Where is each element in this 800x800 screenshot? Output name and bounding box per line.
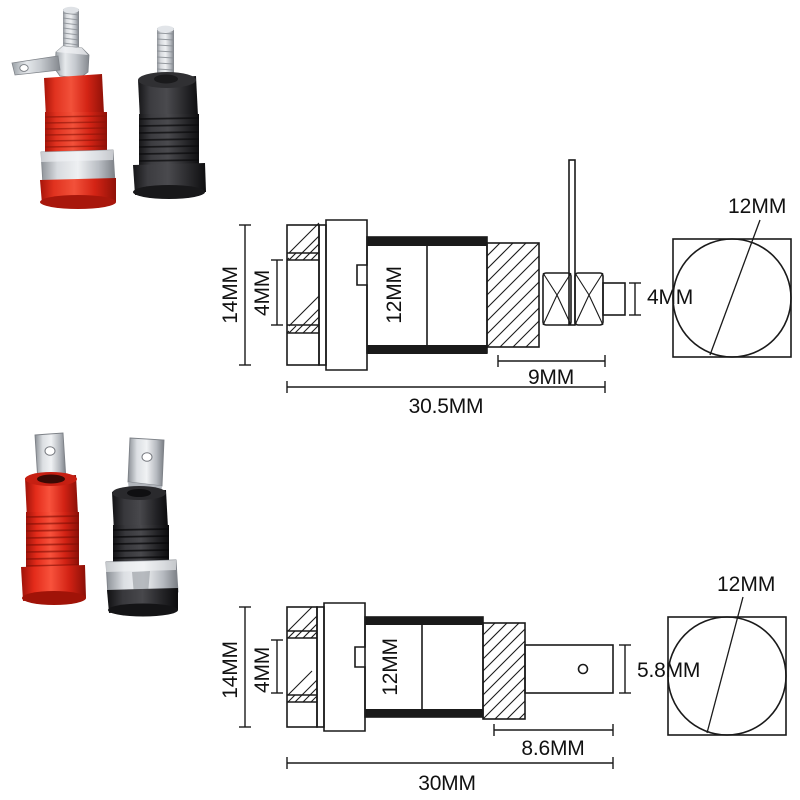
dim-30-5mm (286, 381, 606, 393)
red-binding-post-solder-lug (11, 6, 116, 209)
label-8-6mm: 8.6MM (521, 737, 584, 760)
stud-icon (156, 25, 175, 75)
body-flange (325, 219, 368, 371)
stud-icon (62, 6, 80, 47)
body-flange (323, 602, 366, 732)
black-binding-post-spade-lug (105, 437, 179, 617)
hex-nut-icon (54, 45, 90, 79)
black-binding-post-threaded-stud (133, 25, 206, 199)
dim-4mm-left (271, 259, 283, 326)
diameter-leader-line (709, 219, 761, 356)
flange-block (286, 222, 327, 366)
label-30mm: 30MM (418, 772, 476, 795)
nickel-ring-icon (40, 149, 116, 187)
cutout-circle (672, 238, 792, 358)
label-9mm: 9MM (528, 366, 574, 389)
solder-lug-icon (11, 55, 61, 76)
dim-5-8mm (619, 644, 631, 694)
flange-block (286, 606, 325, 728)
label-4mm-left: 4MM (251, 647, 274, 693)
dim-14mm (239, 224, 251, 366)
label-12mm: 12MM (383, 266, 406, 324)
stud-and-nuts (542, 159, 626, 326)
cross-section-drawing-bottom: 14MM 4MM 12MM 5.8MM 8.6MM 30MM (215, 575, 700, 795)
cross-section-drawing-top: 14MM 4MM 12MM 4MM 9MM 30.5MM (215, 159, 693, 418)
spade-lug-terminal (524, 644, 614, 694)
label-14mm: 14MM (219, 266, 242, 324)
dim-9mm (497, 355, 606, 367)
label-cutout-12mm: 12MM (728, 195, 786, 218)
label-30-5mm: 30.5MM (409, 395, 484, 418)
dim-4mm-left (271, 639, 283, 694)
dim-30mm (286, 757, 614, 769)
cutout-circle (667, 616, 787, 736)
label-14mm: 14MM (219, 641, 242, 699)
panel-cutout-diagram-bottom: 12MM (655, 555, 800, 765)
red-binding-post-spade-lug (21, 432, 86, 605)
dim-4mm-right (629, 282, 641, 316)
rear-hatched-block (482, 622, 526, 720)
dim-8-6mm (493, 724, 614, 736)
dim-14mm (239, 606, 251, 728)
label-4mm-left: 4MM (251, 270, 274, 316)
rear-hatched-block (486, 242, 540, 348)
photo-binding-post-pair-solder-lug (0, 0, 225, 230)
label-4mm-right: 4MM (647, 286, 693, 309)
photo-binding-post-pair-spade-lug (0, 420, 215, 635)
panel-cutout-diagram-top: 12MM (655, 165, 800, 375)
diameter-leader-line (706, 596, 744, 734)
label-cutout-12mm: 12MM (717, 573, 775, 596)
label-12mm: 12MM (379, 638, 402, 696)
